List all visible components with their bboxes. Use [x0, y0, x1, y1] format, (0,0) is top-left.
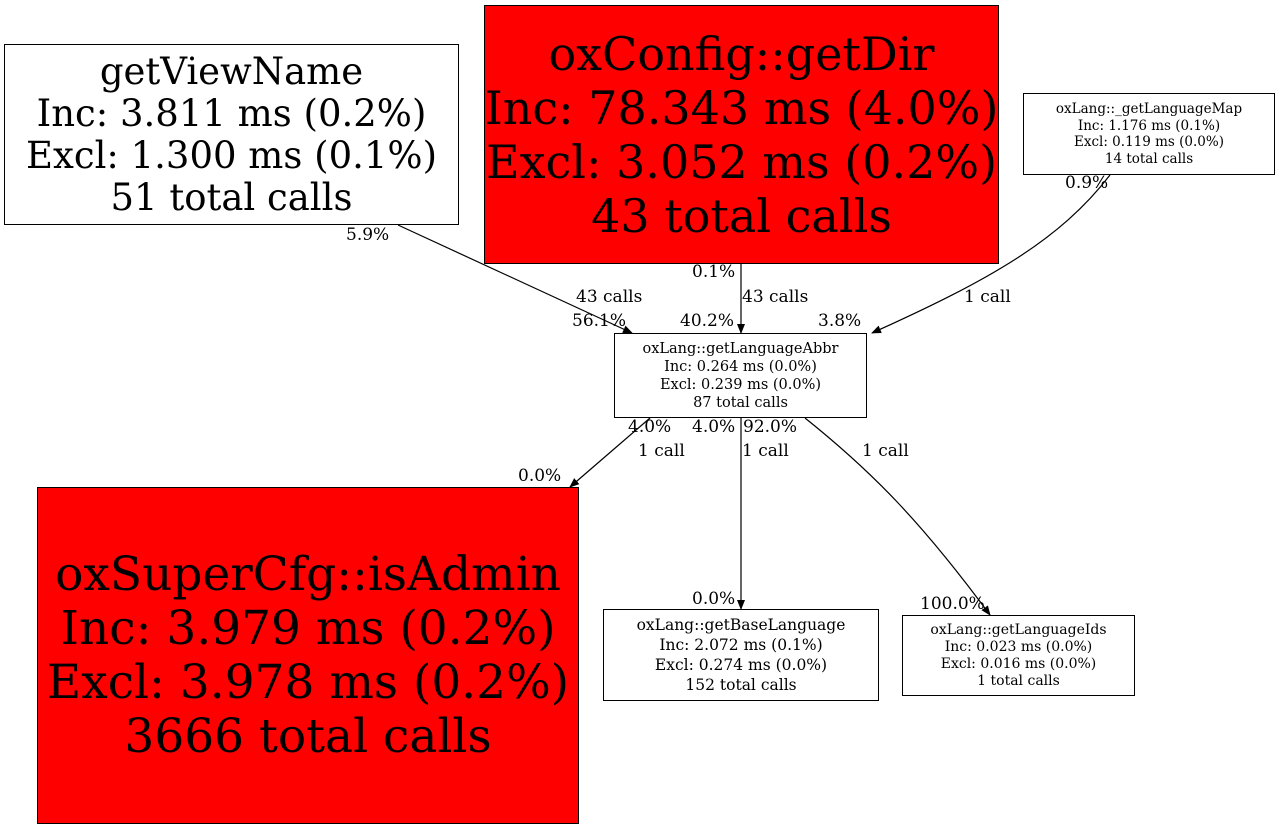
edge-base-calls: 1 call [742, 441, 789, 461]
node-getlanguagemap[interactable]: oxLang::_getLanguageMap Inc: 1.176 ms (0… [1023, 93, 1275, 175]
node-inc: Inc: 78.343 ms (4.0%) [484, 80, 999, 135]
node-isadmin[interactable]: oxSuperCfg::isAdmin Inc: 3.979 ms (0.2%)… [37, 487, 579, 824]
node-name: getViewName [99, 49, 364, 93]
edge-abbr-to-ids [804, 417, 991, 616]
edge-viewname-to-abbr [397, 224, 633, 334]
edge-langmap-calls: 1 call [964, 287, 1011, 307]
edge-getdir-calls: 43 calls [742, 287, 809, 307]
edge-langmap-tail-pct: 0.9% [1065, 173, 1109, 193]
edge-langmap-to-abbr [871, 174, 1111, 334]
edge-isadmin-calls: 1 call [638, 441, 685, 461]
edge-viewname-tail-pct: 5.9% [346, 225, 390, 245]
node-inc: Inc: 2.072 ms (0.1%) [659, 636, 823, 654]
edge-ids-head-pct: 100.0% [920, 594, 985, 614]
node-calls: 43 total calls [591, 188, 892, 243]
node-inc: Inc: 0.264 ms (0.0%) [664, 358, 817, 375]
node-getlanguageabbr[interactable]: oxLang::getLanguageAbbr Inc: 0.264 ms (0… [614, 333, 867, 418]
node-calls: 1 total calls [977, 672, 1060, 689]
edge-viewname-calls: 43 calls [576, 287, 643, 307]
edge-base-tail-pct: 4.0% [692, 417, 736, 437]
node-excl: Excl: 0.016 ms (0.0%) [940, 655, 1097, 672]
node-inc: Inc: 1.176 ms (0.1%) [1077, 117, 1221, 134]
node-getbaselanguage[interactable]: oxLang::getBaseLanguage Inc: 2.072 ms (0… [603, 609, 879, 701]
edge-isadmin-tail-pct: 4.0% [628, 417, 672, 437]
node-calls: 87 total calls [693, 394, 788, 411]
edge-getdir-head-pct: 40.2% [680, 311, 735, 331]
edge-getdir-tail-pct: 0.1% [692, 262, 736, 282]
node-name: oxLang::getLanguageIds [930, 621, 1107, 638]
node-name: oxSuperCfg::isAdmin [55, 546, 561, 602]
node-getlanguageids[interactable]: oxLang::getLanguageIds Inc: 0.023 ms (0.… [902, 615, 1135, 696]
node-calls: 3666 total calls [124, 708, 492, 764]
edge-langmap-head-pct: 3.8% [818, 311, 862, 331]
node-excl: Excl: 1.300 ms (0.1%) [25, 133, 438, 177]
node-name: oxLang::getBaseLanguage [636, 616, 846, 634]
edge-base-head-pct: 0.0% [692, 589, 736, 609]
node-name: oxLang::_getLanguageMap [1055, 101, 1243, 117]
node-inc: Inc: 3.811 ms (0.2%) [36, 91, 427, 135]
node-excl: Excl: 0.239 ms (0.0%) [659, 376, 822, 393]
node-calls: 152 total calls [685, 676, 797, 694]
edge-ids-calls: 1 call [862, 441, 909, 461]
node-excl: Excl: 3.052 ms (0.2%) [485, 134, 998, 189]
edge-viewname-head-pct: 56.1% [572, 311, 627, 331]
node-excl: Excl: 3.978 ms (0.2%) [46, 654, 570, 710]
node-excl: Excl: 0.274 ms (0.0%) [654, 656, 828, 674]
node-inc: Inc: 3.979 ms (0.2%) [60, 600, 556, 656]
node-calls: 51 total calls [110, 175, 353, 219]
node-inc: Inc: 0.023 ms (0.0%) [944, 638, 1093, 655]
node-getdir[interactable]: oxConfig::getDir Inc: 78.343 ms (4.0%) E… [484, 5, 999, 264]
edge-ids-tail-pct: 92.0% [743, 417, 798, 437]
node-name: oxLang::getLanguageAbbr [642, 340, 839, 357]
edge-abbr-to-isadmin [569, 417, 651, 488]
node-excl: Excl: 0.119 ms (0.0%) [1074, 134, 1224, 150]
node-calls: 14 total calls [1104, 150, 1194, 167]
node-name: oxConfig::getDir [548, 26, 935, 81]
edge-isadmin-head-pct: 0.0% [518, 466, 562, 486]
node-getviewname[interactable]: getViewName Inc: 3.811 ms (0.2%) Excl: 1… [4, 44, 459, 225]
